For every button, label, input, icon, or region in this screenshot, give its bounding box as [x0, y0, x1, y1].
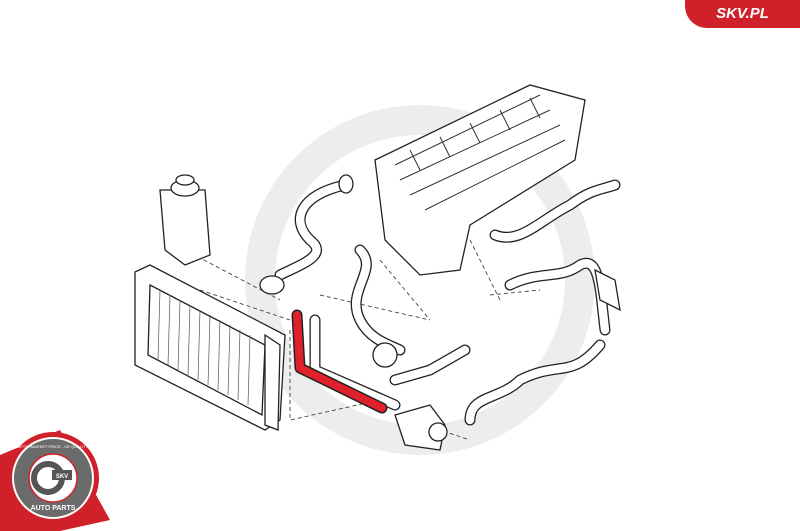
water-pump [394, 404, 448, 451]
hose-heater [464, 179, 621, 426]
hose-upper-radiator [259, 174, 354, 295]
hose-thermostat [350, 244, 406, 368]
brand-badge: SKV.PL [685, 0, 800, 28]
leader-lines [184, 239, 541, 441]
svg-text:AFTERMARKET PRICE - OE QUALITY: AFTERMARKET PRICE - OE QUALITY [18, 444, 89, 449]
expansion-tank [159, 174, 211, 266]
svg-text:AUTO PARTS: AUTO PARTS [31, 505, 76, 512]
highlighted-hose [291, 309, 388, 414]
svg-text:SKV: SKV [56, 474, 68, 480]
skv-seal-logo: SKV AUTO PARTS AFTERMARKET PRICE - OE QU… [0, 430, 110, 531]
radiator [134, 264, 286, 431]
engine-head [374, 84, 586, 276]
